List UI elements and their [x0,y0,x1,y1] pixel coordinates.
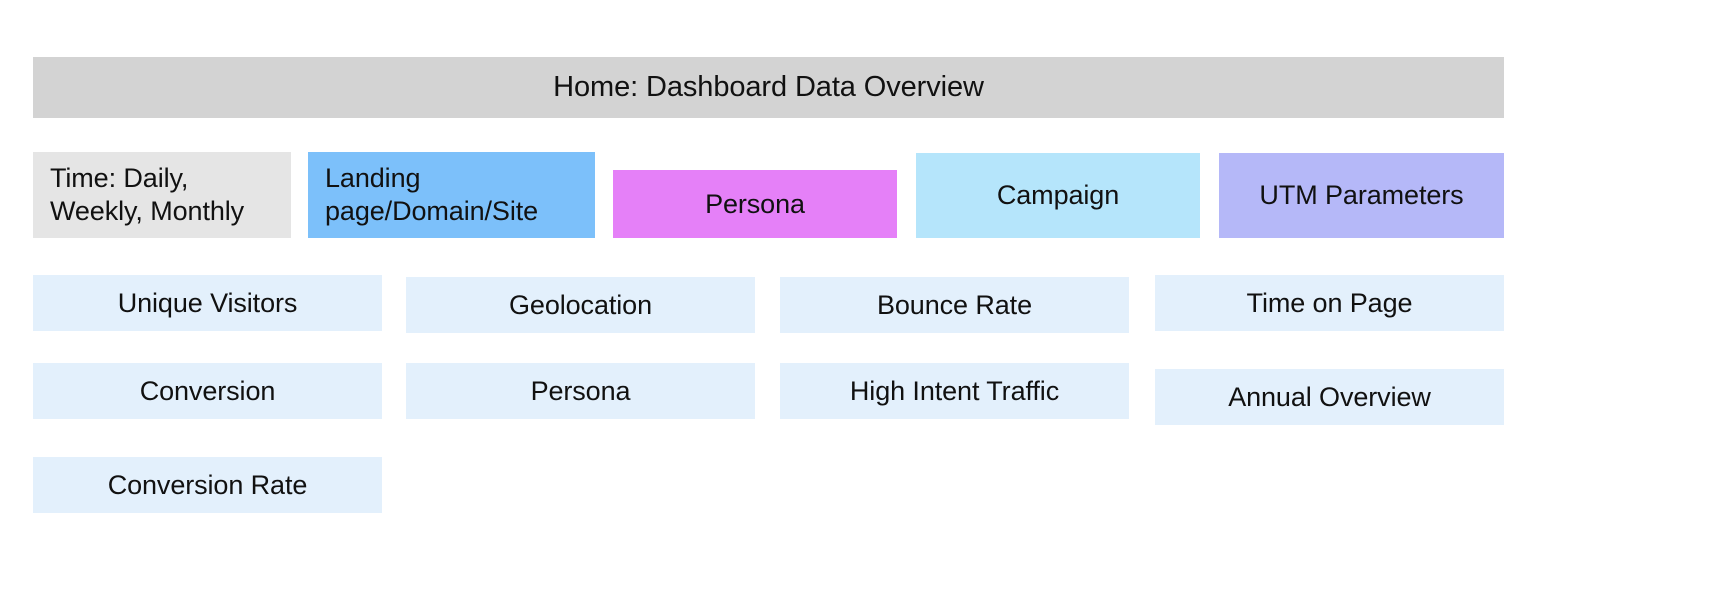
metric-tile-high-intent-traffic[interactable]: High Intent Traffic [780,363,1129,419]
metric-tile-bounce-rate[interactable]: Bounce Rate [780,277,1129,333]
metric-tile-geolocation[interactable]: Geolocation [406,277,755,333]
metric-tile-annual-overview[interactable]: Annual Overview [1155,369,1504,425]
filter-utm-parameters[interactable]: UTM Parameters [1219,153,1504,238]
page-title: Home: Dashboard Data Overview [33,57,1504,118]
filter-time[interactable]: Time: Daily, Weekly, Monthly [33,152,291,238]
filter-persona[interactable]: Persona [613,170,897,238]
metric-tile-persona[interactable]: Persona [406,363,755,419]
filter-campaign[interactable]: Campaign [916,153,1200,238]
metric-tile-unique-visitors[interactable]: Unique Visitors [33,275,382,331]
metric-tile-conversion[interactable]: Conversion [33,363,382,419]
metric-tile-time-on-page[interactable]: Time on Page [1155,275,1504,331]
metric-tile-conversion-rate[interactable]: Conversion Rate [33,457,382,513]
filter-landing-page-domain-site[interactable]: Landing page/Domain/Site [308,152,595,238]
